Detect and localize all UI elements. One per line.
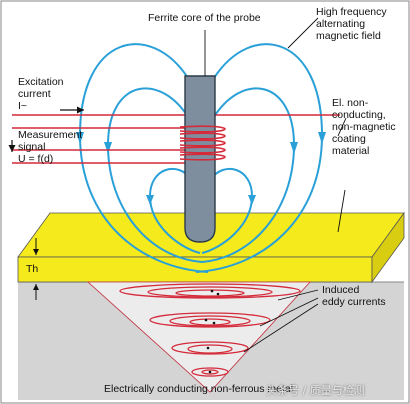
watermark: 头条号 / 质量与检测 (266, 384, 365, 397)
ferrite-core (184, 75, 216, 243)
eddy-current-cone (86, 281, 311, 393)
label-coating-material: El. non- conducting, non-magnetic coatin… (332, 97, 396, 157)
coating-layer-side (371, 211, 405, 284)
label-substrate: Electrically conducting non-ferrous meta… (104, 383, 294, 395)
leader-lines (204, 17, 347, 353)
label-excitation-current: Excitation current I~ (18, 76, 64, 112)
label-eddy-currents: Induced eddy currents (322, 284, 386, 308)
eddy-current-loops (119, 283, 301, 377)
label-measurement-signal: Measurement signal U = f(d) (18, 129, 83, 165)
label-thickness: Th (26, 263, 39, 275)
coil-leads (12, 114, 340, 164)
label-ferrite-core: Ferrite core of the probe (148, 12, 261, 24)
label-high-frequency-field: High frequency alternating magnetic fiel… (316, 6, 387, 42)
probe-coil (179, 125, 226, 161)
